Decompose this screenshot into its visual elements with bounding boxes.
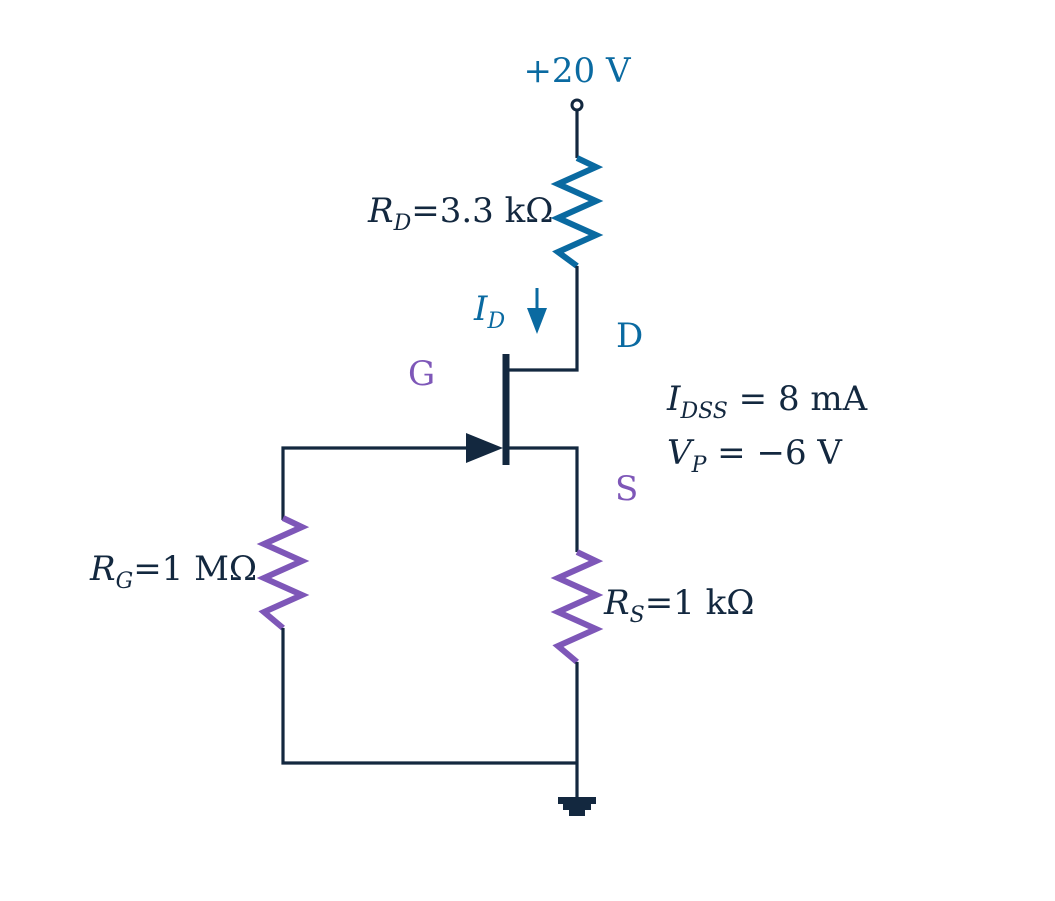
id-symbol: I [473,289,488,329]
gate-resistor-label: RG=1 MΩ [89,549,257,594]
gate-resistor [256,515,310,631]
vp-subscript: P [691,453,708,478]
gate-terminal-label: G [408,354,435,394]
rd-subscript: D [393,211,412,236]
drain-resistor [550,155,604,269]
source-resistor-label: RS=1 kΩ [603,583,754,628]
idss-value: = 8 mA [728,379,868,419]
id-subscript: D [486,309,505,334]
drain-resistor-label: RD=3.3 kΩ [367,191,553,236]
source-wire [506,446,579,552]
drain-current-label: ID [473,289,505,334]
rg-subscript: G [116,569,134,594]
drain-wire [506,266,579,372]
rs-subscript: S [630,603,645,628]
rg-value: =1 MΩ [133,549,257,589]
rs-value: =1 kΩ [645,583,755,623]
source-resistor [550,549,604,665]
vp-parameter: VP = −6 V [667,433,843,478]
gate-arrow [466,433,503,463]
supply-terminal [570,98,584,112]
rs-symbol: R [603,583,630,623]
idss-parameter: IDSS = 8 mA [666,379,868,424]
gate-return-wire [281,628,577,765]
vp-symbol: V [667,433,695,473]
vp-value: = −6 V [706,433,843,473]
ground-icon [558,797,596,816]
drain-current-arrow [527,288,547,334]
idss-symbol: I [666,379,681,419]
rd-value: =3.3 kΩ [411,191,553,231]
rd-symbol: R [367,191,394,231]
rg-symbol: R [89,549,116,589]
drain-terminal-label: D [616,316,643,356]
source-terminal-label: S [615,469,638,509]
idss-subscript: DSS [679,399,727,424]
gate-wire [281,446,470,520]
supply-label: +20 V [523,51,632,91]
